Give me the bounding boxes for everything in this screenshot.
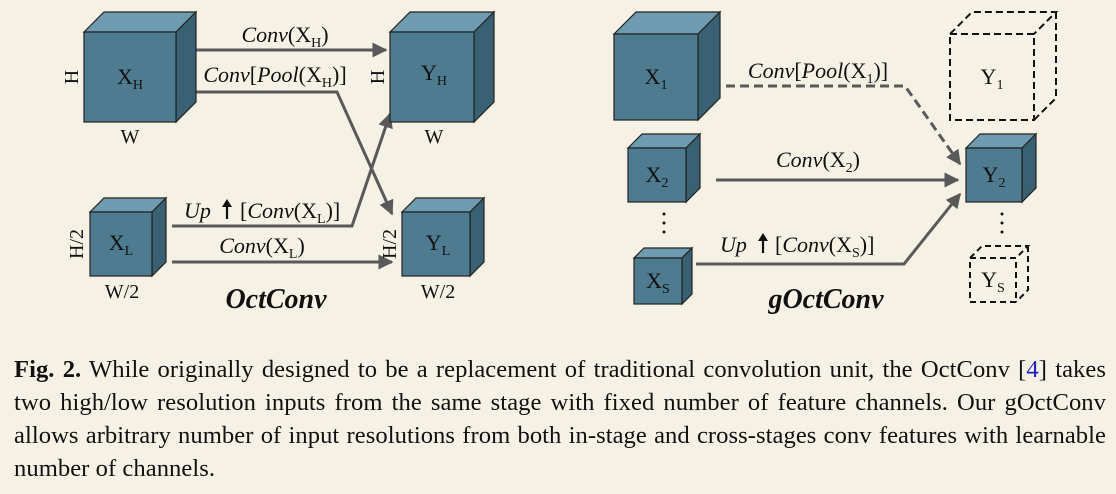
dim-xl-height: H/2	[66, 229, 88, 259]
label-x2: X2	[646, 162, 669, 191]
dim-xh-height: H	[61, 70, 83, 84]
arrow-label-conv-xl: Conv(XL)	[219, 233, 305, 262]
dim-yh-height: H	[367, 70, 389, 84]
svg-text:[Conv(XL)]: [Conv(XL)]	[240, 198, 340, 227]
arrow-conv-pool-xh	[196, 90, 394, 216]
dim-xl-width: W/2	[105, 281, 139, 303]
ellipsis-inputs	[662, 212, 666, 234]
caption-text-end: ] takes two high/low resolution inputs f…	[14, 356, 1106, 482]
title-goctconv: gOctConv	[767, 284, 884, 315]
label-y1: Y1	[981, 64, 1004, 93]
label-y2: Y2	[983, 162, 1006, 191]
label-yh: YH	[421, 60, 447, 89]
label-xh: XH	[117, 64, 143, 93]
caption-text-start: While originally designed to be a replac…	[81, 356, 1027, 383]
figure: XH YH XL YL H W H W H/2 W/2 H/2 W/2 Conv…	[61, 10, 1059, 315]
label-xl: XL	[109, 230, 133, 259]
ellipsis-outputs	[1000, 212, 1004, 234]
arrow-label-conv-pool-xh: Conv[Pool(XH)]	[203, 62, 346, 91]
svg-text:[Conv(XS)]: [Conv(XS)]	[775, 232, 874, 261]
svg-text:Up: Up	[720, 232, 747, 257]
cube-xl	[88, 196, 168, 278]
label-ys: YS	[981, 267, 1005, 296]
cube-ys-dashed	[969, 245, 1031, 303]
dim-yl-width: W/2	[421, 281, 455, 303]
arrow-label-up-conv-xl: Up [Conv(XL)]	[184, 198, 340, 227]
arrow-label-conv-xh: Conv(XH)	[241, 22, 328, 51]
dim-yh-width: W	[425, 126, 444, 148]
up-arrow-icon	[758, 233, 768, 253]
arrow-up-conv-xl	[172, 112, 393, 228]
title-octconv: OctConv	[225, 284, 327, 315]
arrow-label-conv-pool-x1: Conv[Pool(X1)]	[748, 58, 888, 87]
arrow-label-up-conv-xs: Up [Conv(XS)]	[720, 232, 874, 261]
cube-x2	[626, 132, 702, 204]
dim-yl-height: H/2	[379, 229, 401, 259]
cube-yl	[400, 196, 486, 278]
label-xs: XS	[646, 268, 670, 297]
caption-reference-link[interactable]: 4	[1026, 356, 1039, 383]
arrow-up-conv-xs	[696, 192, 962, 266]
label-x1: X1	[645, 64, 668, 93]
cube-y1-dashed	[949, 11, 1059, 121]
up-arrow-icon	[222, 199, 232, 219]
dim-xh-width: W	[121, 126, 140, 148]
figure-diagram: XH YH XL YL H W H W H/2 W/2 H/2 W/2 Conv…	[61, 10, 1059, 315]
caption-label: Fig. 2.	[14, 356, 82, 383]
cube-yh	[388, 10, 496, 124]
figure-caption: Fig. 2. While originally designed to be …	[14, 353, 1106, 485]
arrow-label-conv-x2: Conv(X2)	[776, 147, 860, 176]
arrow-conv-pool-x1	[726, 84, 962, 166]
cube-xs	[632, 246, 694, 306]
label-yl: YL	[426, 230, 450, 259]
cube-y2	[964, 132, 1038, 204]
cube-x1	[612, 10, 722, 122]
svg-text:Up: Up	[184, 198, 211, 223]
cube-xh	[82, 10, 198, 124]
